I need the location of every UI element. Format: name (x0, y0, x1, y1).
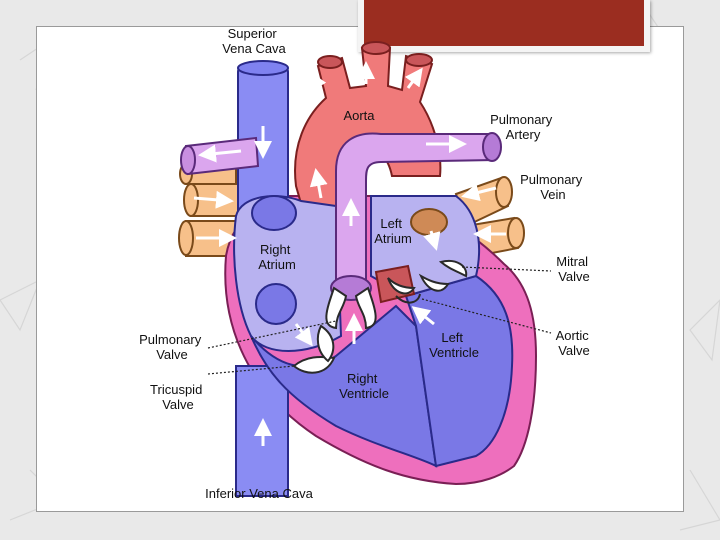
heart-diagram: Superior Vena Cava Aorta Pulmonary Arter… (139, 26, 593, 501)
label-aorta: Aorta (343, 108, 375, 123)
title-accent-block (358, 0, 650, 52)
label-inferior-vena-cava: Inferior Vena Cava (205, 486, 313, 501)
pulmonary-valve (325, 286, 377, 330)
blood-flow-arrows (193, 61, 506, 446)
label-mitral-valve: Mitral Valve (556, 254, 591, 284)
label-superior-vena-cava: Superior Vena Cava (222, 26, 286, 56)
mitral-valve (395, 260, 468, 304)
label-left-ventricle: Left Ventricle (429, 330, 479, 360)
label-pulmonary-artery: Pulmonary Artery (490, 112, 556, 142)
tricuspid-valve (292, 324, 336, 374)
label-aortic-valve: Aortic Valve (556, 328, 593, 358)
label-left-atrium: Left Atrium (374, 216, 412, 246)
label-pulmonary-valve: Pulmonary Valve (139, 332, 205, 362)
label-leader-lines (207, 266, 552, 375)
aortic-valve (374, 264, 416, 304)
label-tricuspid-valve: Tricuspid Valve (150, 382, 206, 412)
label-pulmonary-vein: Pulmonary Vein (520, 172, 586, 202)
label-right-atrium: Right Atrium (258, 242, 296, 272)
label-right-ventricle: Right Ventricle (339, 371, 389, 401)
title-accent-bar (364, 0, 644, 46)
